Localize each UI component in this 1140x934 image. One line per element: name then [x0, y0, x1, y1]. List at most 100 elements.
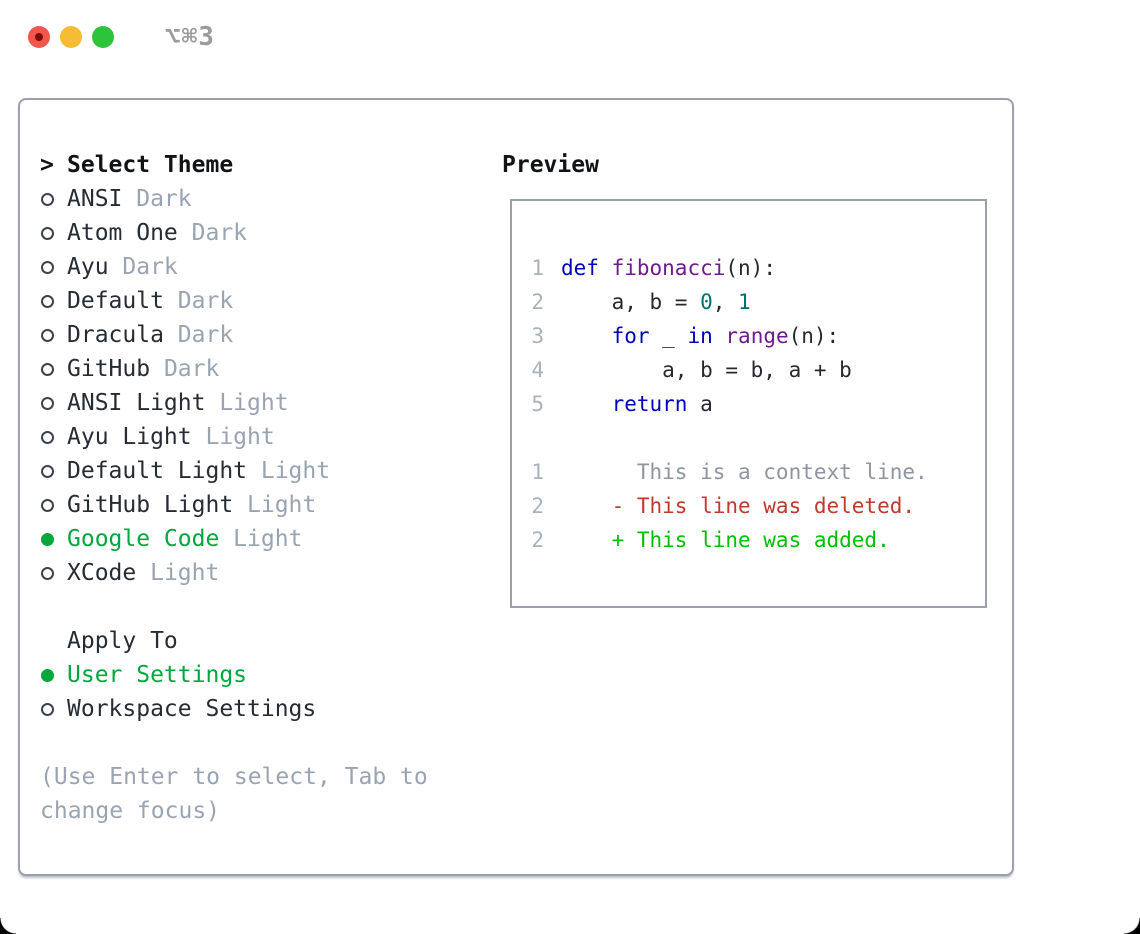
- minimize-button[interactable]: [60, 26, 82, 48]
- code-token: def: [561, 256, 599, 280]
- code-line: 5 return a: [512, 387, 975, 421]
- screen-corner: [0, 918, 16, 934]
- apply-to-option[interactable]: User Settings: [40, 658, 480, 692]
- spacer: [40, 590, 480, 624]
- code-token: - This line was deleted.: [561, 494, 916, 518]
- theme-option[interactable]: XCode Light: [40, 556, 480, 590]
- theme-name: Default: [67, 288, 164, 314]
- radio-icon: [41, 498, 54, 512]
- theme-option[interactable]: Atom One Dark: [40, 216, 480, 250]
- code-line: 3 for _ in range(n):: [512, 319, 975, 353]
- theme-variant: Light: [247, 458, 331, 484]
- preview-title: Preview: [502, 152, 599, 178]
- radio-icon: [41, 192, 54, 206]
- theme-option[interactable]: GitHub Light Light: [40, 488, 480, 522]
- code-token: [561, 324, 612, 348]
- radio-icon: [41, 362, 54, 376]
- radio-icon: [41, 702, 54, 716]
- diff-line: 2 + This line was added.: [512, 523, 975, 557]
- theme-variant: Light: [191, 424, 275, 450]
- apply-to-option[interactable]: Workspace Settings: [40, 692, 480, 726]
- code-token: fibonacci: [611, 256, 726, 280]
- theme-list-header: > Select Theme: [40, 148, 480, 182]
- radio-icon: [41, 260, 54, 274]
- diff-line: 2 - This line was deleted.: [512, 489, 975, 523]
- code-token: [599, 256, 612, 280]
- code-token: 1: [738, 290, 751, 314]
- radio-icon: [41, 328, 54, 342]
- theme-option[interactable]: Ayu Dark: [40, 250, 480, 284]
- theme-option[interactable]: Dracula Dark: [40, 318, 480, 352]
- code-token: [561, 392, 612, 416]
- apply-to-title: Apply To: [67, 628, 178, 654]
- radio-icon: [41, 430, 54, 444]
- line-number: 2: [531, 528, 544, 552]
- code-token: [713, 324, 726, 348]
- radio-icon: [41, 226, 54, 240]
- line-number: 1: [531, 460, 544, 484]
- code-token: This is a context line.: [561, 460, 928, 484]
- line-number: 2: [531, 494, 544, 518]
- code-token: a, b = b, a + b: [561, 358, 852, 382]
- traffic-lights: [28, 26, 114, 48]
- apply-to-label: User Settings: [67, 662, 248, 688]
- theme-name: GitHub: [67, 356, 151, 382]
- keyboard-hint: (Use Enter to select, Tab to change focu…: [40, 764, 428, 824]
- theme-variant: Dark: [163, 322, 234, 348]
- line-number: 1: [531, 256, 544, 280]
- code-token: _: [649, 324, 688, 348]
- line-number: 4: [531, 358, 544, 382]
- theme-variant: Light: [136, 560, 220, 586]
- theme-name: GitHub Light: [67, 492, 234, 518]
- radio-icon: [41, 464, 54, 478]
- zoom-button[interactable]: [92, 26, 114, 48]
- theme-name: ANSI: [67, 186, 123, 212]
- radio-icon: [41, 294, 54, 308]
- code-token: (n):: [725, 256, 776, 280]
- titlebar: ⌥⌘3: [0, 0, 1140, 80]
- theme-name: Ayu: [67, 254, 109, 280]
- theme-name: XCode: [67, 560, 137, 586]
- line-number: 3: [531, 324, 544, 348]
- theme-name: Google Code: [67, 526, 220, 552]
- diff-line: 1 This is a context line.: [512, 455, 975, 489]
- theme-name: Default Light: [67, 458, 248, 484]
- cursor-caret-icon: >: [40, 152, 54, 178]
- spacer: [40, 726, 480, 760]
- screen-corner: [1124, 918, 1140, 934]
- code-token: 0: [700, 290, 713, 314]
- theme-option[interactable]: Default Dark: [40, 284, 480, 318]
- theme-name: Ayu Light: [67, 424, 192, 450]
- radio-icon: [41, 396, 54, 410]
- theme-option[interactable]: Ayu Light Light: [40, 420, 480, 454]
- apply-to-header: Apply To: [40, 624, 480, 658]
- code-line: 1 def fibonacci(n):: [512, 251, 975, 285]
- code-token: range: [725, 324, 789, 348]
- code-token: (n):: [788, 324, 840, 348]
- code-token: ,: [712, 290, 739, 314]
- theme-variant: Light: [205, 390, 289, 416]
- theme-option[interactable]: ANSI Light Light: [40, 386, 480, 420]
- code-line: 4 a, b = b, a + b: [512, 353, 975, 387]
- theme-variant: Dark: [108, 254, 178, 280]
- theme-option[interactable]: GitHub Dark: [40, 352, 480, 386]
- line-number: 5: [531, 392, 544, 416]
- code-line: [512, 421, 975, 455]
- theme-name: ANSI Light: [67, 390, 206, 416]
- theme-list-title: Select Theme: [67, 152, 234, 178]
- theme-option[interactable]: ANSI Dark: [40, 182, 480, 216]
- theme-variant: Dark: [177, 220, 248, 246]
- theme-variant: Light: [219, 526, 303, 552]
- radio-selected-icon: [41, 532, 54, 546]
- code-token: return: [611, 392, 688, 416]
- code-line: 2 a, b = 0, 1: [512, 285, 975, 319]
- theme-option[interactable]: Google Code Light: [40, 522, 480, 556]
- close-button[interactable]: [28, 26, 50, 48]
- apply-to-label: Workspace Settings: [67, 696, 317, 722]
- theme-option[interactable]: Default Light Light: [40, 454, 480, 488]
- theme-variant: Light: [233, 492, 317, 518]
